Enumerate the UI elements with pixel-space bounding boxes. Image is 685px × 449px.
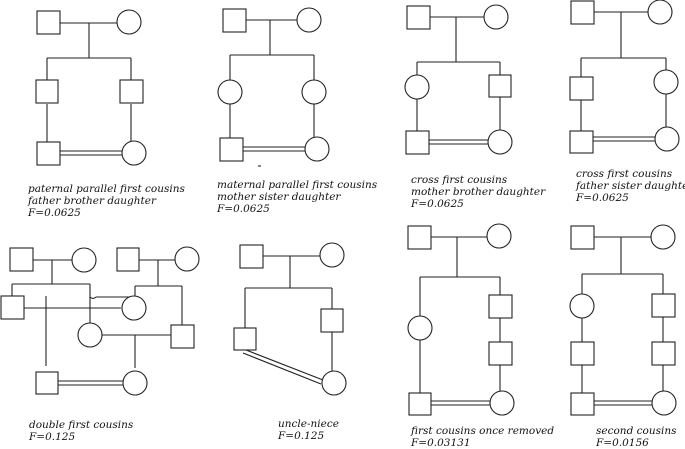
male-symbol <box>405 130 430 155</box>
male-symbol <box>651 293 676 318</box>
pedigree-paternal-parallel <box>35 9 147 166</box>
male-symbol <box>651 341 676 366</box>
male-symbol <box>406 5 431 30</box>
pedigree-double-first <box>0 246 200 396</box>
caption-double-first: double first cousins F=0.125 <box>28 419 137 443</box>
caption-line: mother brother daughter <box>411 186 546 198</box>
caption-line: father sister daughter <box>575 180 685 192</box>
pedigree-uncle-niece <box>233 242 347 396</box>
caption-line: uncle-niece <box>278 418 339 430</box>
male-symbol <box>570 341 595 366</box>
male-symbol <box>36 141 61 166</box>
caption-line: F=0.0625 <box>27 207 81 219</box>
caption-maternal-parallel: maternal parallel first cousins mother s… <box>216 179 380 215</box>
caption-cross-father-sister: cross first cousins father sister daught… <box>575 168 685 204</box>
female-symbol <box>404 74 430 100</box>
female-symbol <box>650 224 676 250</box>
caption-line: father brother daughter <box>27 195 157 207</box>
caption-line: F=0.03131 <box>410 437 471 449</box>
female-symbol <box>487 129 513 155</box>
caption-line: F=0.0156 <box>595 437 649 449</box>
female-symbol <box>304 136 330 162</box>
female-symbol <box>407 315 433 341</box>
female-symbol <box>486 223 512 249</box>
female-symbol <box>174 246 200 272</box>
caption-paternal-parallel: paternal parallel first cousins father b… <box>27 183 188 219</box>
male-symbol <box>570 225 595 250</box>
male-symbol <box>170 324 195 349</box>
female-symbol <box>71 247 97 273</box>
female-symbol <box>301 79 327 105</box>
caption-line: cross first cousins <box>411 174 508 186</box>
male-symbol <box>488 294 513 319</box>
pedigree-cross-mother-brother <box>404 4 513 155</box>
caption-line: F=0.125 <box>28 431 75 443</box>
female-symbol <box>121 140 147 166</box>
male-symbol <box>119 79 144 104</box>
caption-line: double first cousins <box>29 419 134 431</box>
male-symbol <box>222 8 247 33</box>
caption-line: second cousins <box>596 425 677 437</box>
pedigree-once-removed <box>407 223 515 416</box>
caption-once-removed: first cousins once removed F=0.03131 <box>410 425 557 449</box>
caption-line: F=0.0625 <box>575 192 629 204</box>
female-symbol <box>647 0 673 25</box>
pedigree-second-cousins <box>569 224 677 416</box>
male-symbol <box>320 308 344 333</box>
caption-line: cross first cousins <box>576 168 673 180</box>
male-symbol <box>9 247 34 272</box>
male-symbol <box>116 247 140 272</box>
female-symbol <box>296 7 322 33</box>
male-symbol <box>488 74 512 98</box>
female-symbol <box>654 126 680 152</box>
male-symbol <box>569 130 594 154</box>
caption-line: first cousins once removed <box>410 425 554 437</box>
pedigree-maternal-parallel <box>217 7 330 167</box>
caption-line: F=0.125 <box>277 430 324 442</box>
female-symbol <box>121 295 147 321</box>
caption-line: F=0.0625 <box>410 198 464 210</box>
female-symbol <box>653 69 679 95</box>
male-symbol <box>570 0 595 25</box>
caption-cross-mother-brother: cross first cousins mother brother daugh… <box>410 174 548 210</box>
male-symbol <box>219 137 244 162</box>
male-symbol <box>569 76 594 101</box>
male-symbol <box>35 371 59 395</box>
female-symbol <box>319 242 345 268</box>
caption-uncle-niece: uncle-niece F=0.125 <box>277 418 342 442</box>
female-symbol <box>122 370 148 396</box>
male-symbol <box>239 244 264 269</box>
female-symbol <box>116 9 142 35</box>
caption-line: F=0.0625 <box>216 203 270 215</box>
female-symbol <box>483 4 509 30</box>
male-symbol <box>36 10 61 35</box>
male-symbol <box>233 327 257 351</box>
female-symbol <box>217 79 243 105</box>
caption-line: maternal parallel first cousins <box>217 179 378 191</box>
caption-line: paternal parallel first cousins <box>28 183 185 195</box>
male-symbol <box>488 341 513 366</box>
female-symbol <box>489 390 515 416</box>
male-symbol <box>35 79 59 104</box>
female-symbol <box>651 390 677 416</box>
pedigree-cross-father-sister <box>569 0 680 154</box>
male-symbol <box>408 392 432 416</box>
female-symbol <box>569 293 595 319</box>
female-symbol <box>321 370 347 396</box>
male-symbol <box>0 295 25 320</box>
caption-second-cousins: second cousins F=0.0156 <box>595 425 680 449</box>
male-symbol <box>570 392 595 416</box>
male-symbol <box>407 225 432 250</box>
caption-line: mother sister daughter <box>217 191 341 203</box>
female-symbol <box>77 322 103 348</box>
